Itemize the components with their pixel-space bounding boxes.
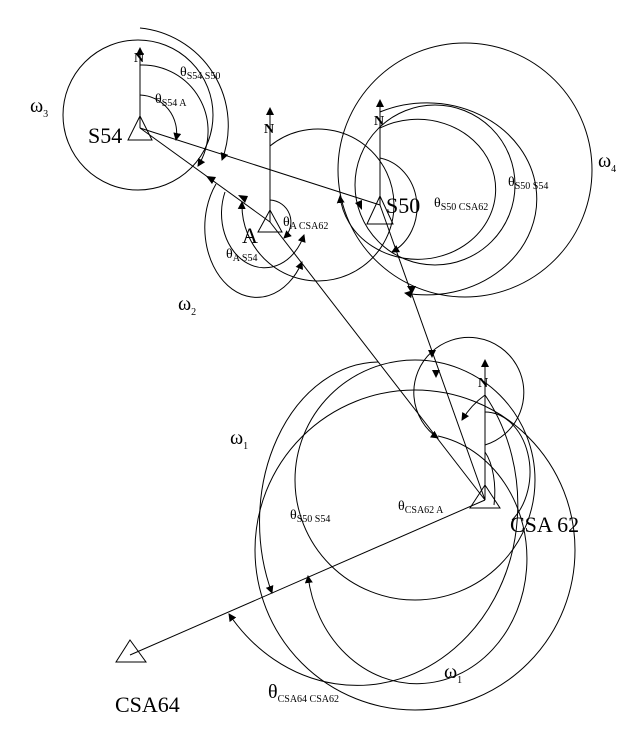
arc-s54-large — [139, 27, 229, 161]
circle-omega-4 — [337, 42, 593, 298]
arrowhead-s50-csa62-3 — [432, 370, 440, 378]
angle-arcs — [139, 27, 538, 686]
circle-omega-1-outer — [254, 389, 576, 711]
station-marker-s54 — [127, 114, 153, 141]
line-a-csa62 — [269, 221, 486, 501]
arrowhead-a-s54 — [238, 195, 248, 203]
omega-labels: ω3 ω2 ω4 ω1 ω1 — [30, 95, 616, 686]
arc-theta-s54-a — [139, 94, 182, 141]
north-arrows — [136, 47, 489, 500]
label-theta-s54-a: θS54 A — [155, 92, 187, 109]
arc-theta-s54-s50 — [139, 64, 209, 167]
north-label-s50: N — [374, 114, 384, 129]
arc-omega-2 — [204, 183, 303, 298]
north-label-csa62: N — [478, 376, 488, 391]
circle-s50-s54 — [354, 104, 516, 266]
arc-s50-outer — [379, 102, 538, 299]
arrowhead-s54-s50 — [355, 200, 362, 210]
arrowhead-s50-csa62-1 — [407, 286, 416, 294]
arc-theta-a-s54 — [221, 191, 306, 269]
arc-theta-csa64-csa62 — [228, 394, 519, 686]
theta-labels: θS54 S50 θS54 A θA CSA62 θA S54 θS50 CSA… — [155, 65, 548, 705]
label-theta-csa62-a: θCSA62 A — [398, 499, 444, 516]
north-label-a: N — [264, 122, 274, 137]
label-omega-2: ω2 — [178, 293, 196, 318]
arc-omega-1-big — [259, 361, 379, 594]
arc-s50-mid — [336, 118, 497, 260]
arc-omega-1-mid — [461, 394, 486, 421]
arc-csa62-small — [484, 451, 496, 506]
north-labels: N N N N — [134, 51, 488, 391]
label-s54: S54 — [88, 123, 122, 148]
arrowhead-s54-a — [206, 176, 216, 184]
station-marker-csa62 — [469, 484, 501, 509]
label-omega-4: ω4 — [598, 150, 616, 175]
station-marker-csa64 — [115, 639, 147, 663]
station-marker-s50 — [366, 194, 394, 225]
label-a: A — [242, 223, 258, 248]
label-omega-1-right: ω1 — [444, 661, 462, 686]
station-labels: S54 A S50 CSA 62 CSA64 — [88, 123, 579, 717]
north-label-s54: N — [134, 51, 144, 66]
arc-a-mid — [237, 128, 395, 282]
line-s54-a — [139, 127, 271, 223]
label-theta-a-csa62: θA CSA62 — [283, 215, 328, 232]
arc-theta-s50-csa62 — [379, 157, 418, 253]
station-marker-a — [257, 208, 283, 233]
label-theta-s50-csa62: θS50 CSA62 — [434, 196, 488, 213]
label-theta-a-s54: θA S54 — [226, 247, 257, 264]
traverse-lines — [129, 127, 486, 656]
arc-omega-1-top — [484, 411, 531, 521]
arc-theta-csa62-a — [413, 336, 525, 446]
station-markers — [115, 114, 501, 663]
circle-omega-1-inner — [294, 359, 536, 601]
arc-theta-a-csa62 — [269, 199, 292, 239]
circle-omega-3 — [62, 39, 214, 191]
arc-omega-1-right — [304, 435, 528, 685]
label-omega-3: ω3 — [30, 95, 48, 120]
label-theta-s54-s50: θS54 S50 — [180, 65, 220, 82]
label-theta-s50-s54-bottom: θS50 S54 — [290, 508, 330, 525]
label-csa64: CSA64 — [115, 692, 180, 717]
label-theta-s50-s54-top: θS50 S54 — [508, 175, 548, 192]
angle-circles — [62, 39, 593, 711]
line-arrowheads — [206, 176, 440, 378]
label-csa62: CSA 62 — [510, 512, 579, 537]
arrowhead-s50-csa62-2 — [428, 350, 436, 358]
label-omega-1-left: ω1 — [230, 427, 248, 452]
label-theta-csa64-csa62: θCSA64 CSA62 — [268, 681, 339, 705]
label-s50: S50 — [386, 193, 420, 218]
